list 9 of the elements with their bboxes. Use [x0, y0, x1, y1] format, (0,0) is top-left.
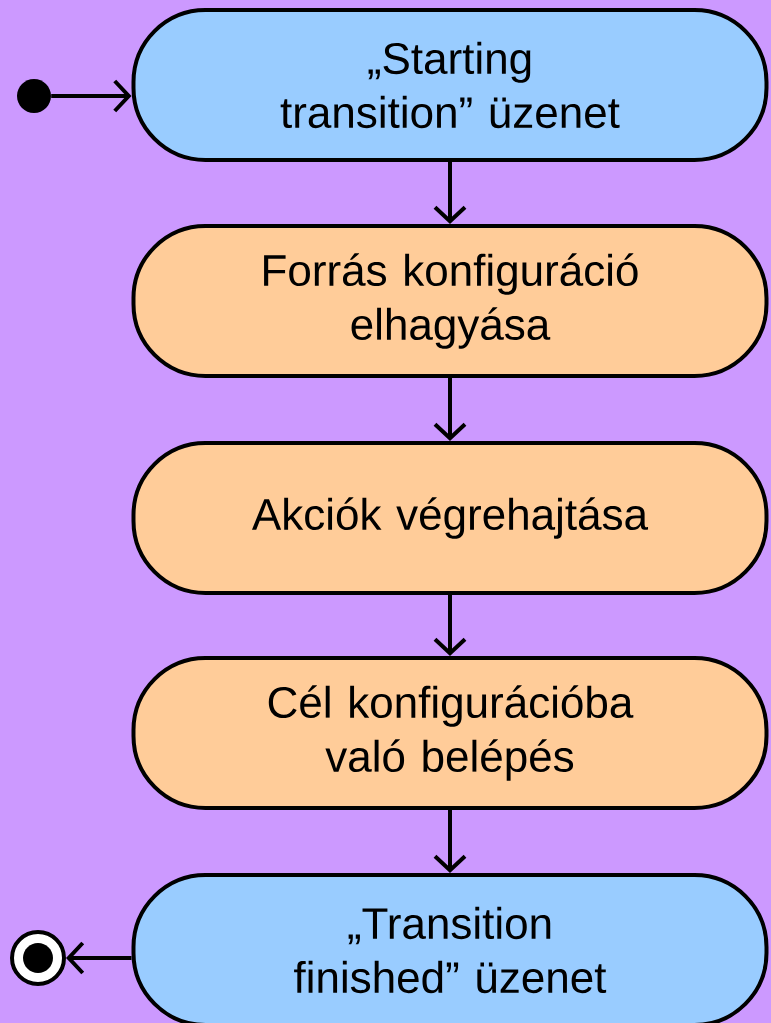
arrow [66, 941, 132, 975]
initial-state [17, 79, 51, 113]
state-box: Akciók végrehajtása [131, 441, 769, 595]
arrow [51, 79, 132, 113]
state-box: „Transition finished” üzenet [131, 873, 769, 1023]
state-box: „Starting transition” üzenet [131, 8, 769, 162]
state-box: Cél konfigurációba való belépés [131, 656, 769, 810]
final-state [10, 930, 66, 986]
state-box: Forrás konfiguráció elhagyása [131, 224, 769, 378]
